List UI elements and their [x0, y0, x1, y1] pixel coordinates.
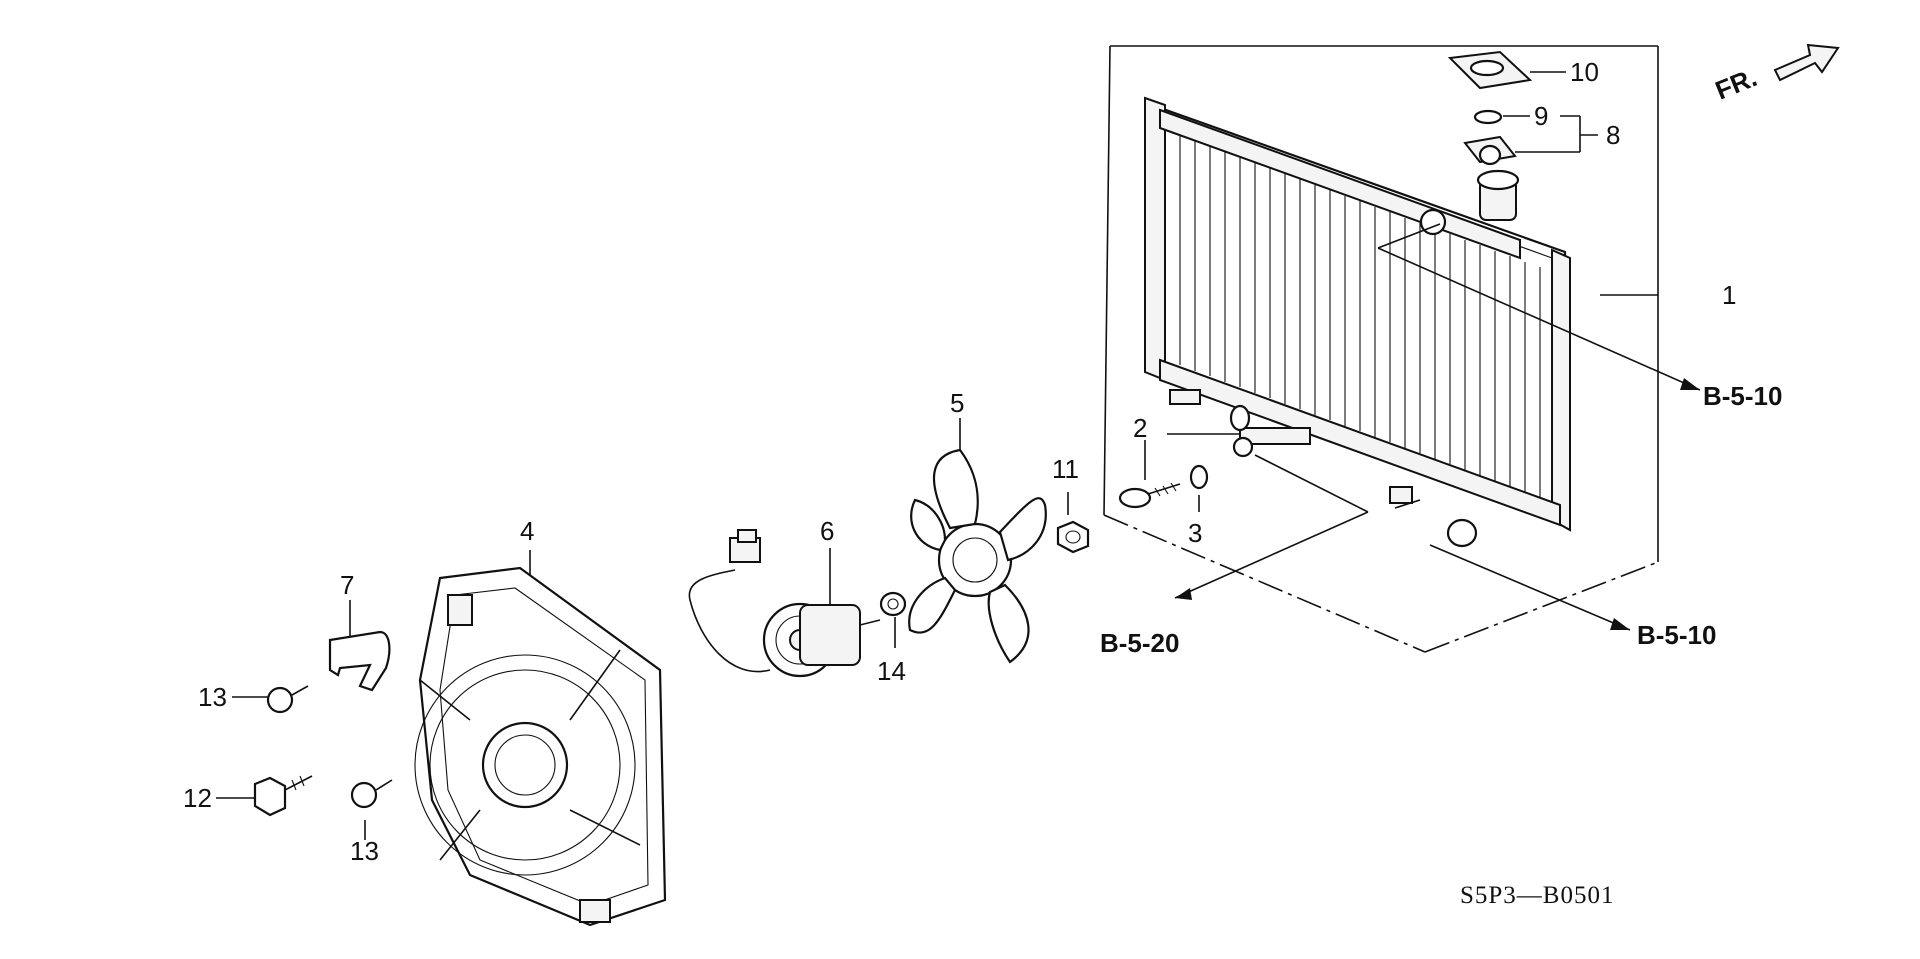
radiator-illustration [1144, 96, 1571, 548]
bracket-7 [328, 630, 391, 692]
callout-9: 9 [1534, 101, 1548, 131]
callout-13b: 13 [350, 836, 379, 866]
radiator-fins [1179, 135, 1541, 497]
callout-8: 8 [1606, 120, 1620, 150]
callout-11: 11 [1052, 454, 1079, 484]
bolt-2 [1118, 482, 1181, 509]
callout-3: 3 [1188, 518, 1202, 548]
callout-4: 4 [520, 516, 534, 546]
ref-b-5-20: B-5-20 [1100, 628, 1179, 658]
bolt-12 [253, 775, 313, 817]
washer-14 [879, 591, 907, 617]
front-direction-label: FR. [1711, 62, 1761, 106]
front-direction-arrow: FR. [1711, 43, 1840, 106]
callout-6: 6 [820, 516, 834, 546]
callout-13a: 13 [198, 682, 227, 712]
radiator-assembly-outline [1103, 45, 1659, 653]
ref-b-5-10-upper: B-5-10 [1703, 381, 1782, 411]
bolt-13b [350, 779, 393, 809]
reference-labels: B-5-10 B-5-10 B-5-20 [1100, 381, 1782, 658]
callout-labels: 1 2 3 4 5 6 7 8 9 10 11 12 13 13 14 [183, 57, 1736, 866]
diagram-code: S5P3—B0501 [1460, 882, 1614, 909]
washer-3 [1189, 464, 1209, 490]
callout-5: 5 [950, 388, 964, 418]
nut-11 [1056, 520, 1090, 554]
leader-lines [216, 71, 1701, 840]
cooling-fan [908, 448, 1047, 664]
radiator-cap-parts [1447, 50, 1533, 166]
callout-14: 14 [877, 656, 906, 686]
bolt-13a [266, 685, 309, 714]
callout-12: 12 [183, 783, 212, 813]
reference-arrowheads [1175, 378, 1700, 630]
fan-motor [688, 529, 881, 678]
callout-2: 2 [1133, 413, 1147, 443]
ref-b-5-10-lower: B-5-10 [1637, 620, 1716, 650]
callout-7: 7 [340, 570, 354, 600]
fan-shroud [414, 566, 667, 927]
callout-1: 1 [1722, 280, 1736, 310]
callout-10: 10 [1570, 57, 1599, 87]
